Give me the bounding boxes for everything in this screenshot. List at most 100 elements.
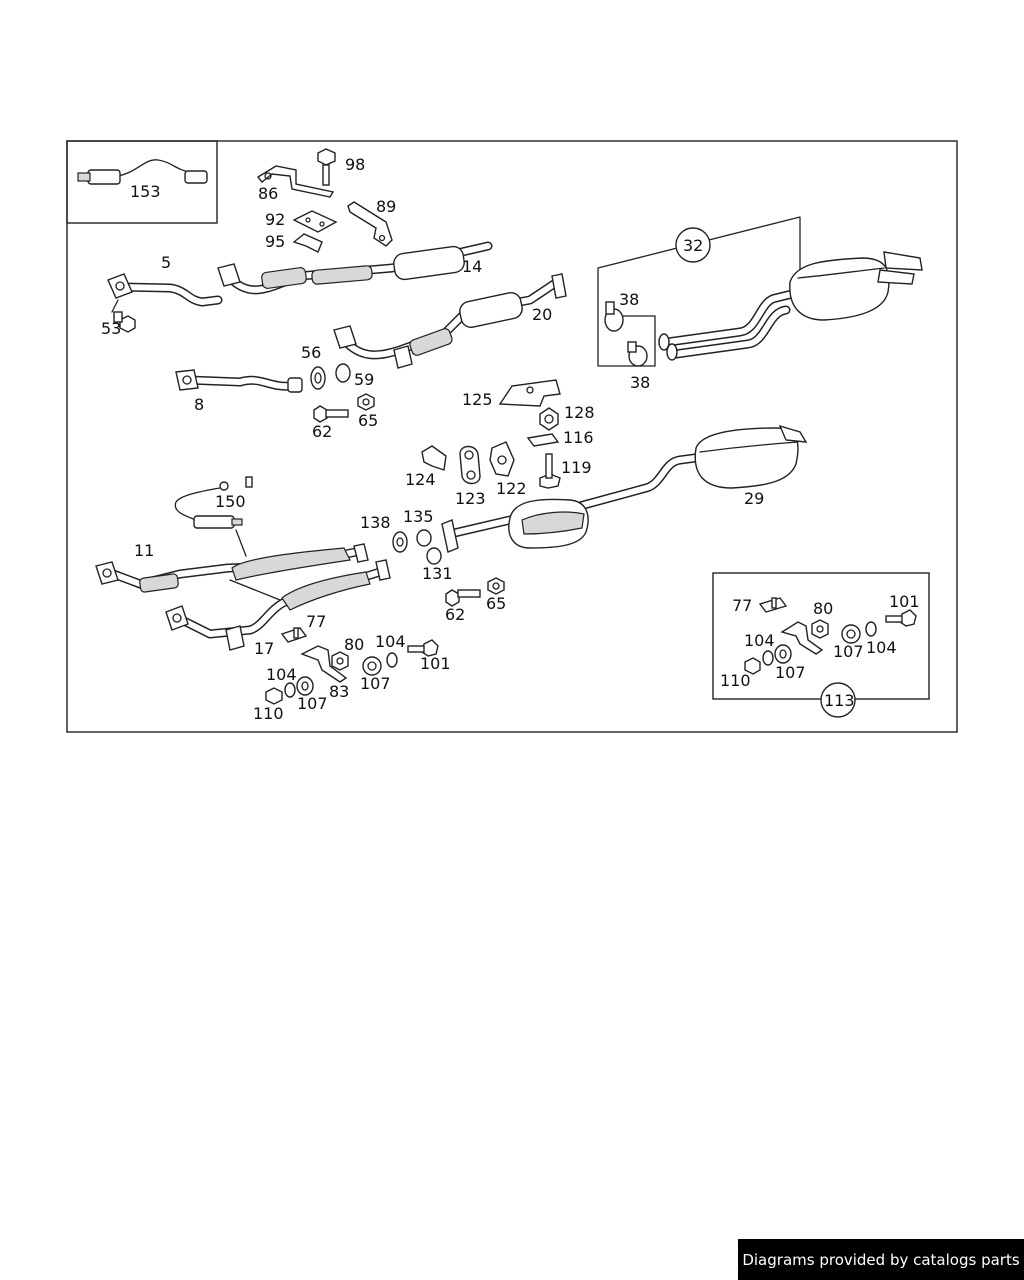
callout-83: 83 <box>329 682 349 701</box>
bushing-80-left-drawing <box>331 651 349 671</box>
clamp-95-drawing <box>292 233 323 253</box>
nut-65-lower-drawing <box>487 577 505 595</box>
callout-110-left: 110 <box>253 704 284 723</box>
rubber-mount-122-drawing <box>489 441 515 477</box>
bolt-98-drawing <box>317 148 336 186</box>
plate-116-drawing <box>526 433 560 447</box>
callout-38-upper: 38 <box>619 290 639 309</box>
callout-107-left-lower: 107 <box>297 694 328 713</box>
bracket-86-drawing <box>256 165 335 198</box>
callout-11: 11 <box>134 541 154 560</box>
bolt-53-drawing <box>113 311 136 333</box>
rubber-107-right-drawing <box>841 624 861 644</box>
callout-153: 153 <box>130 182 161 201</box>
callout-29: 29 <box>744 489 764 508</box>
rear-muffler-32-drawing <box>658 251 923 361</box>
callout-122: 122 <box>496 479 527 498</box>
nut-128-drawing <box>539 407 559 431</box>
center-muffler-and-rear-muffler-29-drawing <box>441 424 808 553</box>
clamp-38-upper-drawing <box>604 301 624 332</box>
callout-89: 89 <box>376 197 396 216</box>
oxygen-sensor-153-drawing <box>77 159 208 185</box>
callout-98: 98 <box>345 155 365 174</box>
front-pipe-17-with-catalytic-converter-drawing <box>165 559 391 651</box>
group-label-113: 113 <box>824 691 855 710</box>
gasket-138-drawing <box>392 531 408 553</box>
bolt-101-right-drawing <box>885 609 917 627</box>
group-label-32: 32 <box>683 236 703 255</box>
bolt-119-drawing <box>539 453 561 489</box>
callout-14: 14 <box>462 257 482 276</box>
callout-17: 17 <box>254 639 274 658</box>
callout-80-left: 80 <box>344 635 364 654</box>
callout-95: 95 <box>265 232 285 251</box>
bracket-77-right-drawing <box>758 597 788 613</box>
oxygen-sensor-150-drawing <box>174 476 253 557</box>
callout-135: 135 <box>403 507 434 526</box>
callout-138: 138 <box>360 513 391 532</box>
callout-65-upper: 65 <box>358 411 378 430</box>
callout-101-right: 101 <box>889 592 920 611</box>
callout-116: 116 <box>563 428 594 447</box>
rubber-107-left-drawing <box>362 656 382 676</box>
diagram-credit-text: Diagrams provided by catalogs parts <box>742 1250 1020 1269</box>
callout-59: 59 <box>354 370 374 389</box>
group-circle-113 <box>820 682 856 718</box>
callout-62-upper: 62 <box>312 422 332 441</box>
callout-123: 123 <box>455 489 486 508</box>
callout-86: 86 <box>258 184 278 203</box>
group-circle-32 <box>675 227 711 263</box>
ring-135-drawing <box>416 529 432 547</box>
bracket-77-left-drawing <box>280 627 308 643</box>
clamp-38-lower-drawing <box>627 341 648 367</box>
front-pipe-11-with-catalytic-converter-drawing <box>95 543 369 593</box>
callout-77-left: 77 <box>306 612 326 631</box>
nut-65-upper-drawing <box>357 393 375 411</box>
callout-104-right-lower: 104 <box>866 638 897 657</box>
bracket-83-drawing <box>300 645 348 683</box>
callout-56: 56 <box>301 343 321 362</box>
gasket-56-drawing <box>310 366 326 390</box>
callout-8: 8 <box>194 395 204 414</box>
bushing-80-right-drawing <box>811 619 829 639</box>
bracket-89-drawing <box>347 201 393 247</box>
callout-104-right-upper: 104 <box>744 631 775 650</box>
nut-110-left-drawing <box>265 687 283 705</box>
callout-131: 131 <box>422 564 453 583</box>
front-pipe-5-drawing <box>107 273 223 313</box>
rubber-107-left-lower-drawing <box>296 676 314 696</box>
callout-107-right-upper: 107 <box>833 642 864 661</box>
ring-59-drawing <box>335 363 351 383</box>
rubber-107-right-lower-drawing <box>774 644 792 664</box>
nut-110-right-drawing <box>744 657 761 675</box>
washer-104-left-drawing <box>386 652 398 668</box>
diagram-frame <box>66 140 958 733</box>
callout-80-right: 80 <box>813 599 833 618</box>
callout-107-left-upper: 107 <box>360 674 391 693</box>
callout-92: 92 <box>265 210 285 229</box>
bolt-62-upper-drawing <box>313 405 349 423</box>
washer-104-right-drawing <box>865 621 877 637</box>
callout-110-right: 110 <box>720 671 751 690</box>
callout-125: 125 <box>462 390 493 409</box>
inset-frame-oxygen-sensor <box>66 140 218 224</box>
bracket-inset-drawing <box>780 621 824 655</box>
rubber-mount-123-drawing <box>459 445 481 485</box>
pipe-20-drawing <box>333 273 567 369</box>
front-pipe-8-drawing <box>175 369 303 393</box>
callout-107-right-lower: 107 <box>775 663 806 682</box>
bolt-62-lower-drawing <box>445 589 481 607</box>
intermediate-pipe-14-drawing <box>217 241 493 295</box>
bushing-124-drawing <box>421 445 447 471</box>
callout-104-left-upper: 104 <box>375 632 406 651</box>
callout-77-right: 77 <box>732 596 752 615</box>
diagram-credit-banner: Diagrams provided by catalogs parts <box>738 1239 1024 1280</box>
callout-62-lower: 62 <box>445 605 465 624</box>
callout-150: 150 <box>215 492 246 511</box>
washer-104-left-lower-drawing <box>284 682 296 698</box>
callout-119: 119 <box>561 458 592 477</box>
hanger-bracket-125-drawing <box>498 379 561 407</box>
callout-38-lower: 38 <box>630 373 650 392</box>
callout-20: 20 <box>532 305 552 324</box>
